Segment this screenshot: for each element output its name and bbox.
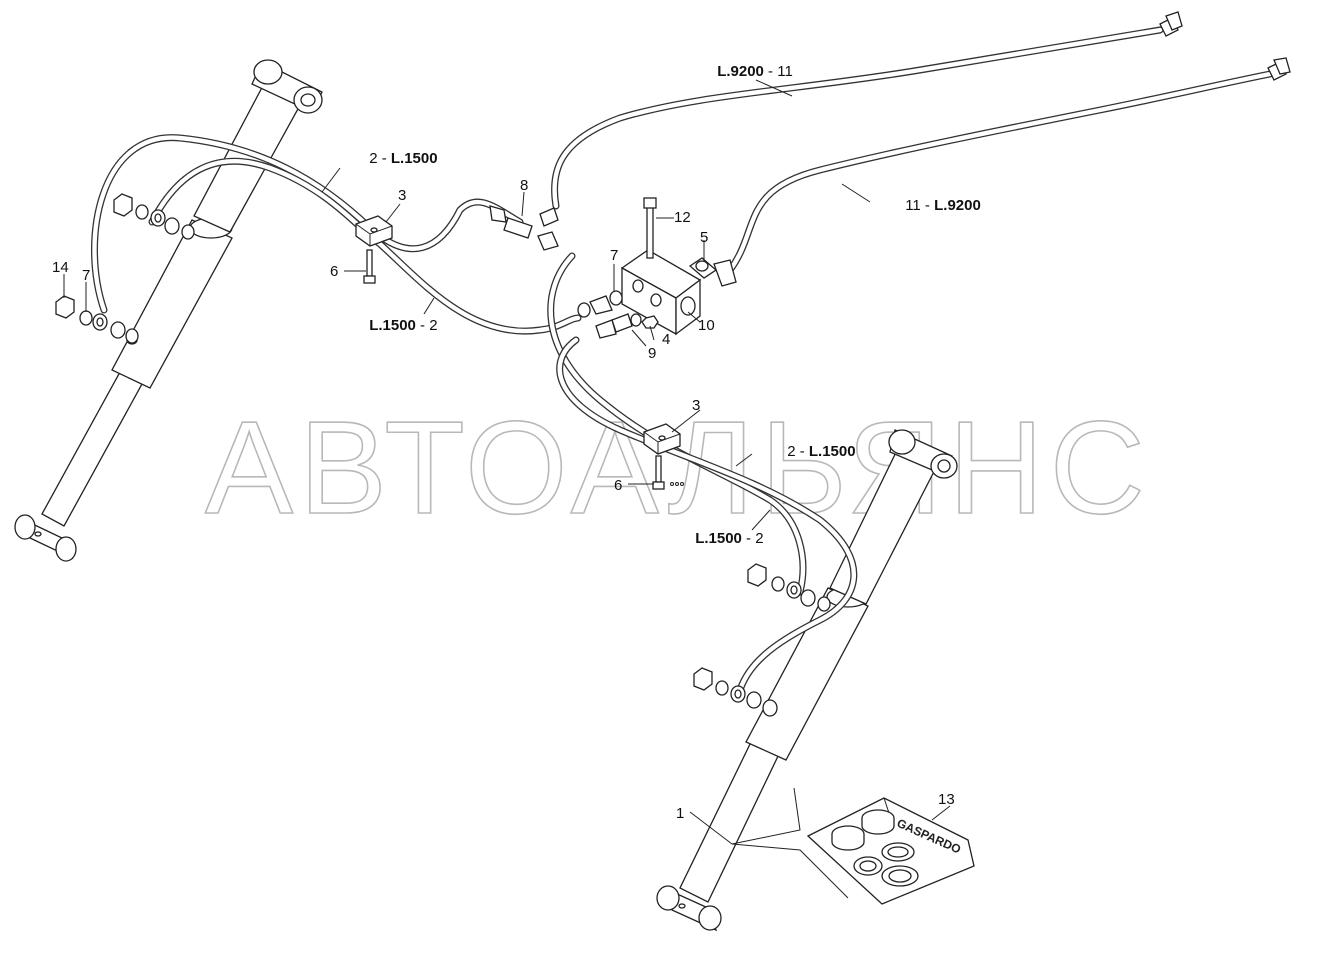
callout-4: 4 bbox=[662, 331, 670, 348]
hose-label-sep: - bbox=[378, 150, 391, 167]
hose-number: 11 bbox=[905, 197, 921, 214]
hose-lines bbox=[91, 26, 1274, 694]
valve-block bbox=[620, 249, 702, 336]
nut-4 bbox=[641, 315, 659, 329]
hose-number: 2 bbox=[369, 150, 377, 167]
hose-label-sep: - bbox=[796, 443, 809, 460]
hose-label-sep: - bbox=[764, 63, 777, 80]
callout-9: 9 bbox=[648, 345, 656, 362]
hose-length: L.1500 bbox=[695, 530, 742, 547]
hose-length: L.1500 bbox=[369, 317, 416, 334]
callout-12: 12 bbox=[674, 209, 691, 226]
hose-label-2-left-upper: 2 - L.1500 bbox=[340, 150, 458, 167]
callout-numbers: 1 3 3 4 5 6 6 7 7 8 9 10 12 13 14 bbox=[52, 177, 955, 822]
hose-label-2-right-upper: 2 - L.1500 bbox=[758, 443, 876, 460]
lower-clamp-screw bbox=[652, 455, 684, 490]
hose-label-11-upper: L.9200 - 11 bbox=[688, 63, 814, 80]
hose-label-2-left-lower: L.1500 - 2 bbox=[340, 317, 458, 334]
hose-label-sep: - bbox=[416, 317, 429, 334]
callout-leaders bbox=[63, 79, 951, 845]
callout-14: 14 bbox=[52, 259, 69, 276]
fittings-7 bbox=[577, 290, 623, 318]
hose-length: L.9200 bbox=[934, 197, 981, 214]
right-hydraulic-cylinder bbox=[656, 429, 958, 932]
callout-5: 5 bbox=[700, 229, 708, 246]
callout-7-left: 7 bbox=[82, 267, 90, 284]
lower-hose-clamp bbox=[643, 423, 681, 455]
callout-3-lower: 3 bbox=[692, 397, 700, 414]
callout-10: 10 bbox=[698, 317, 715, 334]
hose-label-2-right-lower: L.1500 - 2 bbox=[666, 530, 784, 547]
hose-end-fittings bbox=[1159, 11, 1291, 81]
kit-leader-lines bbox=[731, 787, 849, 899]
hose-number: 11 bbox=[777, 63, 793, 80]
valve-bolt bbox=[643, 197, 657, 259]
seal-kit-bag: GASPARDO bbox=[806, 797, 975, 905]
upper-hose-clamp bbox=[355, 215, 393, 247]
elbow-fitting-5 bbox=[688, 257, 737, 287]
callout-6-upper: 6 bbox=[330, 263, 338, 280]
callout-13: 13 bbox=[938, 791, 955, 808]
hose-length: L.9200 bbox=[717, 63, 764, 80]
hose-number: 2 bbox=[429, 317, 437, 334]
callout-8: 8 bbox=[520, 177, 528, 194]
hose-label-sep: - bbox=[742, 530, 755, 547]
upper-clamp-screw bbox=[363, 249, 376, 284]
callout-1: 1 bbox=[676, 805, 684, 822]
fitting-9 bbox=[595, 313, 642, 339]
callout-6-lower: 6 bbox=[614, 477, 622, 494]
right-cylinder-port-fittings bbox=[693, 563, 831, 717]
hose-number: 2 bbox=[787, 443, 795, 460]
hose-label-sep: - bbox=[921, 197, 934, 214]
hose-label-11-lower: 11 - L.9200 bbox=[876, 197, 1002, 214]
hose-length: L.1500 bbox=[391, 150, 438, 167]
tee-fitting-8 bbox=[489, 205, 559, 251]
callout-7-center: 7 bbox=[610, 247, 618, 264]
hose-number: 2 bbox=[755, 530, 763, 547]
hose-length: L.1500 bbox=[809, 443, 856, 460]
callout-3-upper: 3 bbox=[398, 187, 406, 204]
hose-labels: L.9200 - 11 11 - L.9200 2 - L.1500 L.150… bbox=[340, 63, 1002, 547]
watermark-text: АВТОАЛЬЯНС bbox=[205, 394, 1151, 541]
left-cylinder-port-fittings bbox=[55, 193, 195, 344]
